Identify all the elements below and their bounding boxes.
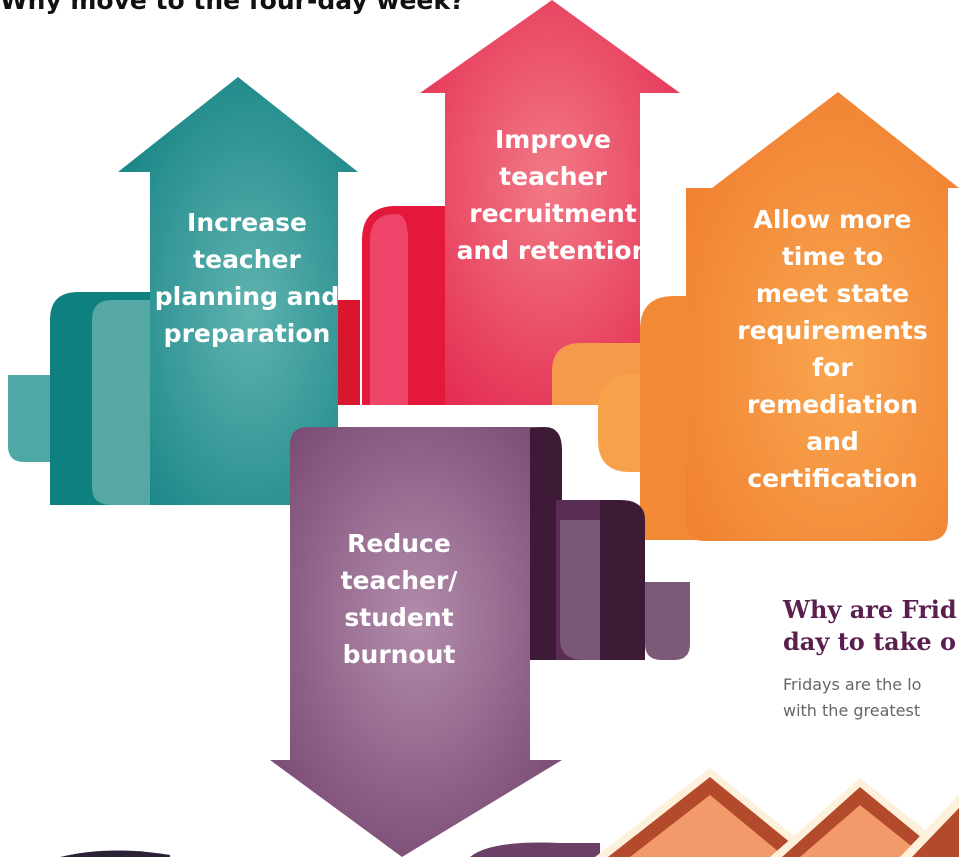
- label-line: Allow more: [753, 205, 912, 234]
- teal-arrow-curl: [8, 292, 150, 505]
- friday-section-title: Why are Frid day to take o: [783, 594, 957, 658]
- body-line: with the greatest: [783, 701, 921, 720]
- label-line: Reduce: [347, 529, 451, 558]
- label-line: remediation: [746, 390, 919, 419]
- purple-arrow-label: Reduce teacher/ student burnout: [319, 525, 479, 673]
- pink-arrow-label: Improve teacher recruitment and retentio…: [447, 121, 659, 269]
- page-heading: Why move to the four-day week?: [0, 0, 465, 15]
- label-line: burnout: [342, 640, 456, 669]
- orange-arrow-curl: [552, 296, 700, 540]
- body-line: Fridays are the lo: [783, 675, 922, 694]
- bottom-purple-blob: [470, 842, 600, 857]
- title-line: Why are Frid: [783, 595, 957, 624]
- label-line: Increase: [187, 208, 307, 237]
- label-line: Improve: [494, 125, 611, 154]
- teal-arrow: [118, 77, 358, 505]
- label-line: requirements: [737, 316, 928, 345]
- label-line: student: [344, 603, 454, 632]
- label-line: and retention: [456, 236, 650, 265]
- label-line: time to: [781, 242, 884, 271]
- label-line: recruitment: [469, 199, 637, 228]
- orange-arrow: [686, 92, 959, 541]
- label-line: teacher: [499, 162, 607, 191]
- purple-arrow: [270, 427, 562, 857]
- friday-section-body: Fridays are the lo with the greatest: [783, 672, 921, 724]
- label-line: certification: [747, 464, 918, 493]
- label-line: meet state: [755, 279, 910, 308]
- bottom-dark-blob: [60, 850, 170, 857]
- label-line: planning and: [154, 282, 340, 311]
- orange-arrow-label: Allow more time to meet state requiremen…: [730, 201, 935, 497]
- teal-arrow-label: Increase teacher planning and preparatio…: [148, 204, 346, 352]
- label-line: teacher/: [340, 566, 458, 595]
- label-line: preparation: [163, 319, 331, 348]
- label-line: and: [806, 427, 859, 456]
- roof-illustration: [595, 768, 959, 857]
- label-line: for: [812, 353, 853, 382]
- pink-arrow: [420, 0, 680, 405]
- label-line: teacher: [193, 245, 301, 274]
- title-line: day to take o: [783, 627, 956, 656]
